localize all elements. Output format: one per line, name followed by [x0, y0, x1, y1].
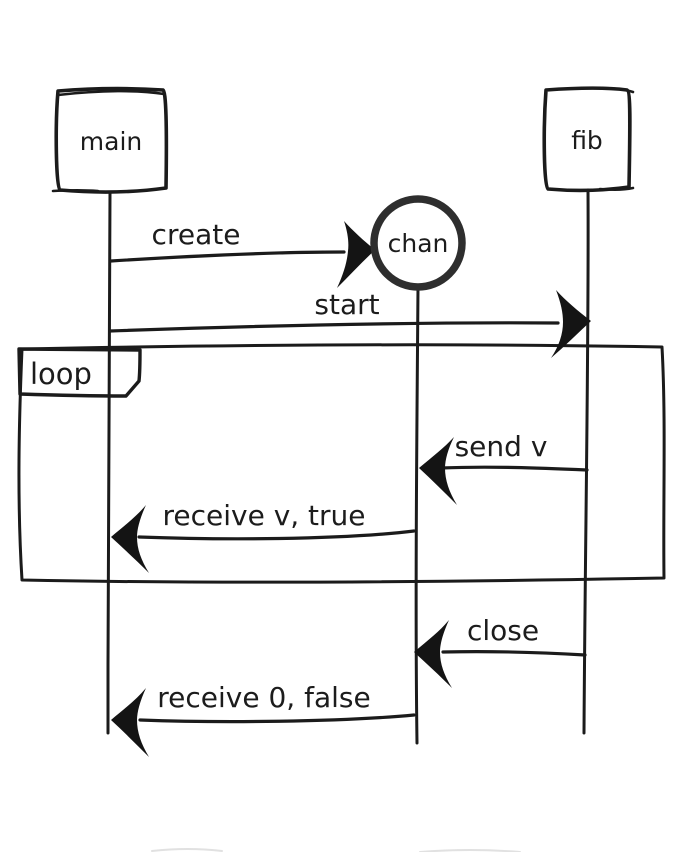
message-receive-0-false-label: receive 0, false [157, 681, 370, 714]
actor-fib-label: fib [571, 126, 603, 155]
message-start-line [108, 321, 560, 333]
message-start-label: start [314, 288, 379, 321]
actor-fib-box-sketch-stroke [598, 86, 635, 191]
receive-0-false-arrowhead-icon [111, 688, 149, 757]
message-receive-v-true: receive v, true [111, 499, 416, 573]
message-send-v: send v [419, 430, 589, 505]
lifeline-fib [582, 188, 590, 735]
actor-fib: fib [542, 86, 635, 193]
lifeline-chan [414, 285, 420, 745]
actor-main-box-sketch-stroke [51, 89, 166, 193]
stray-mark [151, 848, 521, 852]
receive-v-true-arrowhead-icon [111, 505, 149, 573]
loop-label-pentagon [17, 347, 142, 398]
message-start: start [108, 288, 591, 358]
actor-chan-label: chan [388, 229, 449, 258]
message-create-label: create [152, 218, 241, 251]
lifeline-main [106, 190, 112, 735]
message-send-v-label: send v [455, 430, 548, 463]
loop-fragment: loop [17, 343, 666, 584]
create-arrowhead-icon [337, 221, 375, 288]
message-create: create [109, 218, 375, 288]
close-arrowhead-icon [414, 620, 452, 688]
send-v-arrowhead-icon [419, 437, 457, 505]
actor-chan: chan [370, 195, 466, 291]
message-close-line [441, 650, 587, 657]
loop-label: loop [30, 357, 92, 391]
actor-main: main [51, 86, 169, 194]
message-close: close [414, 614, 587, 688]
message-send-v-line [439, 465, 589, 472]
message-create-line [109, 250, 346, 263]
message-receive-v-true-line [137, 529, 416, 541]
message-close-label: close [467, 614, 539, 647]
start-arrowhead-icon [551, 290, 591, 358]
message-receive-0-false: receive 0, false [111, 681, 416, 757]
loop-fragment-border [17, 343, 666, 584]
chan-circle [370, 195, 466, 291]
message-receive-0-false-line [138, 713, 416, 724]
message-receive-v-true-label: receive v, true [162, 499, 365, 532]
actor-main-label: main [80, 127, 142, 156]
actor-main-box [54, 86, 169, 194]
